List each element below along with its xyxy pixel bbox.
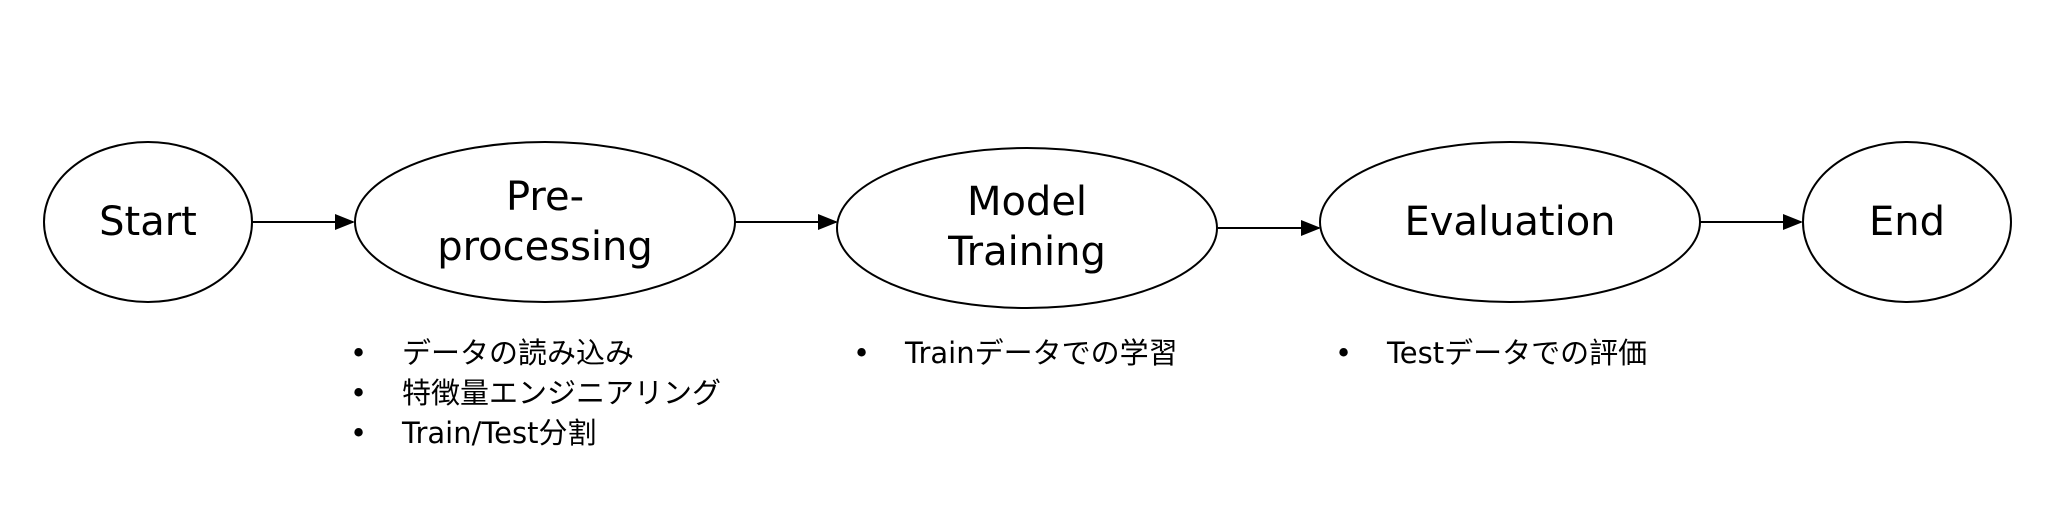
- list-item: データの読み込み: [350, 333, 721, 373]
- node-start: Start: [43, 141, 253, 303]
- node-start-shape: [43, 141, 253, 303]
- list-item: Train/Test分割: [350, 413, 721, 453]
- node-preprocessing-label-line-2: processing: [437, 224, 653, 270]
- node-start-label: Start: [99, 199, 197, 245]
- node-model-training-shape: [836, 147, 1218, 309]
- node-evaluation-label: Evaluation: [1404, 199, 1615, 245]
- node-end: End: [1802, 141, 2012, 303]
- evaluation-notes: Testデータでの評価: [1335, 333, 1647, 373]
- node-model-training-label-line-1: Model: [967, 179, 1087, 225]
- list-item: 特徴量エンジニアリング: [350, 373, 721, 413]
- list-item: Trainデータでの学習: [853, 333, 1178, 373]
- node-model-training-label-line-2: Training: [947, 229, 1106, 275]
- list-item: Testデータでの評価: [1335, 333, 1647, 373]
- node-evaluation-shape: [1319, 141, 1701, 303]
- node-preprocessing-label-line-1: Pre-: [506, 174, 584, 220]
- node-preprocessing-shape: [354, 141, 736, 303]
- node-preprocessing: Pre- processing: [354, 141, 736, 303]
- preprocessing-notes: データの読み込み 特徴量エンジニアリング Train/Test分割: [350, 333, 721, 453]
- node-end-shape: [1802, 141, 2012, 303]
- model-training-notes: Trainデータでの学習: [853, 333, 1178, 373]
- node-model-training: Model Training: [836, 147, 1218, 309]
- node-end-label: End: [1869, 199, 1945, 245]
- node-evaluation: Evaluation: [1319, 141, 1701, 303]
